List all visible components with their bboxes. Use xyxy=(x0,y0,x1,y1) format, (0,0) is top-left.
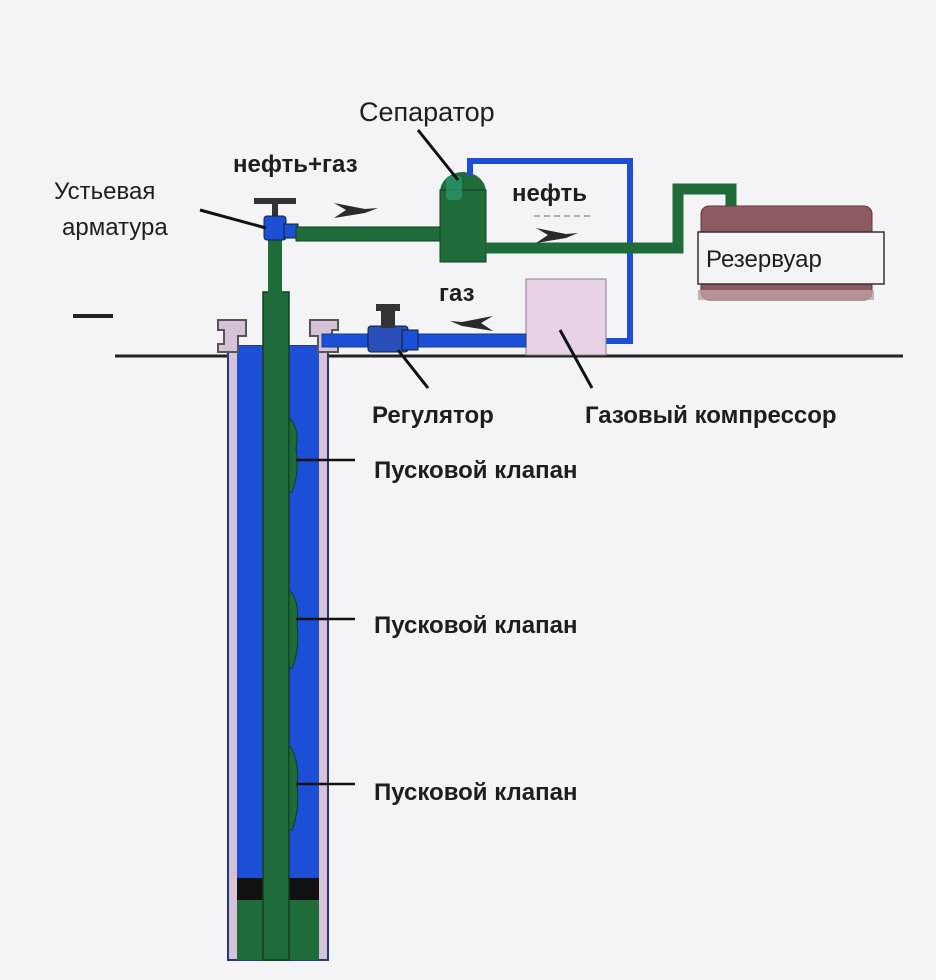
label-oil: нефть xyxy=(512,180,588,207)
label-valve-1: Пусковой клапан xyxy=(374,457,578,484)
leader-regulator xyxy=(396,349,430,389)
oil-gas-line xyxy=(295,226,447,242)
oil-line-to-reservoir xyxy=(486,183,737,254)
label-gas: газ xyxy=(439,280,475,307)
reservoir-tank xyxy=(697,205,885,301)
gas-lift-valve-2 xyxy=(288,588,299,669)
wellhead-stem xyxy=(268,226,282,294)
gas-injection-line xyxy=(321,333,527,348)
gas-lift-valve-1 xyxy=(288,416,298,493)
label-oil-gas: нефть+газ xyxy=(233,151,358,178)
separator-gas-line xyxy=(467,158,633,344)
label-reservoir: Резервуар xyxy=(706,246,822,273)
label-wellhead-line2: арматура xyxy=(62,214,168,241)
packer xyxy=(237,878,319,900)
flow-arrow-oil-gas xyxy=(334,203,378,218)
label-wellhead-line1: Устьевая xyxy=(54,178,156,205)
leader-wellhead xyxy=(199,208,267,230)
tubing-string xyxy=(262,291,290,961)
regulator xyxy=(367,304,419,353)
leader-separator xyxy=(416,129,460,181)
label-valve-2: Пусковой клапан xyxy=(374,612,578,639)
label-gas-compressor: Газовый компрессор xyxy=(585,402,837,429)
flow-arrow-oil xyxy=(536,228,578,243)
leader-compressor xyxy=(558,329,594,389)
separator xyxy=(439,172,487,263)
label-valve-3: Пусковой клапан xyxy=(374,779,578,806)
label-regulator: Регулятор xyxy=(372,402,494,429)
flow-arrow-gas xyxy=(450,316,493,331)
label-separator: Сепаратор xyxy=(359,97,495,127)
wellhead-valve xyxy=(254,198,299,241)
